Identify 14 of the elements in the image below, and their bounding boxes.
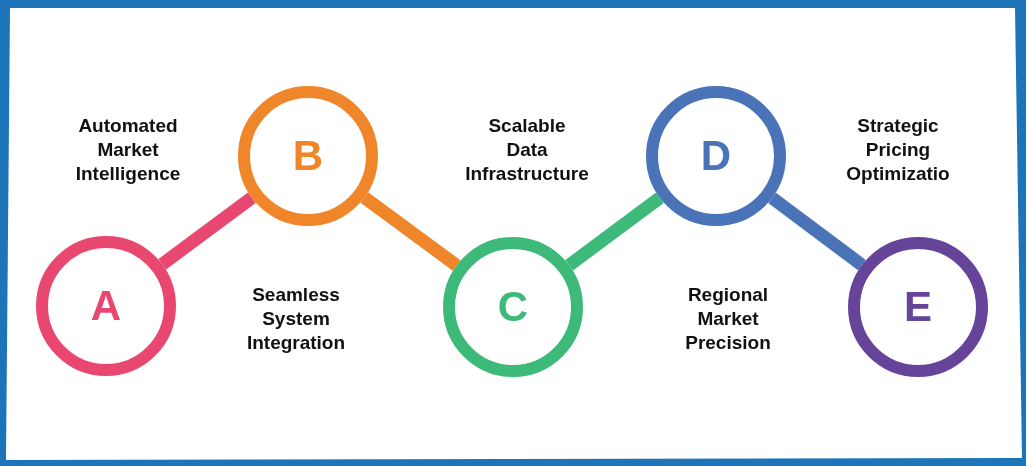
- description-text: Scalable Data Infrastructure: [465, 114, 589, 186]
- connector-line: [565, 192, 664, 271]
- description-text: Seamless System Integration: [246, 283, 346, 355]
- step-letter: E: [904, 286, 932, 328]
- connector-line: [360, 192, 461, 271]
- connector-line: [768, 192, 866, 271]
- description-text: Strategic Pricing Optimizatio: [846, 114, 950, 186]
- step-letter: B: [292, 135, 324, 177]
- step-letter: C: [497, 286, 529, 328]
- step-letter: D: [700, 135, 732, 177]
- description-text: Regional Market Precision: [685, 283, 771, 355]
- description-text: Automated Market Intelligence: [75, 114, 181, 186]
- connector-line: [158, 192, 256, 270]
- step-letter: A: [90, 285, 122, 327]
